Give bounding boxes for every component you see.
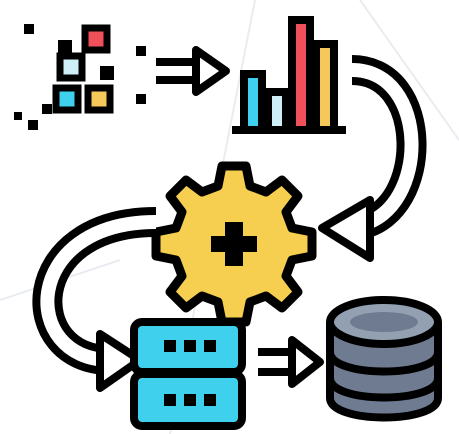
curve-arrow-chart-to-gear (318, 55, 427, 262)
curve-arrow-gear-to-server (32, 207, 157, 392)
scattered-data-icon (14, 24, 146, 130)
arrow-to-chart (136, 46, 230, 104)
gear-plus-icon (151, 161, 317, 327)
server-rack-icon (130, 318, 246, 430)
arrow-to-database (258, 336, 324, 388)
database-icon (326, 296, 442, 422)
bar-chart-icon (232, 16, 346, 134)
